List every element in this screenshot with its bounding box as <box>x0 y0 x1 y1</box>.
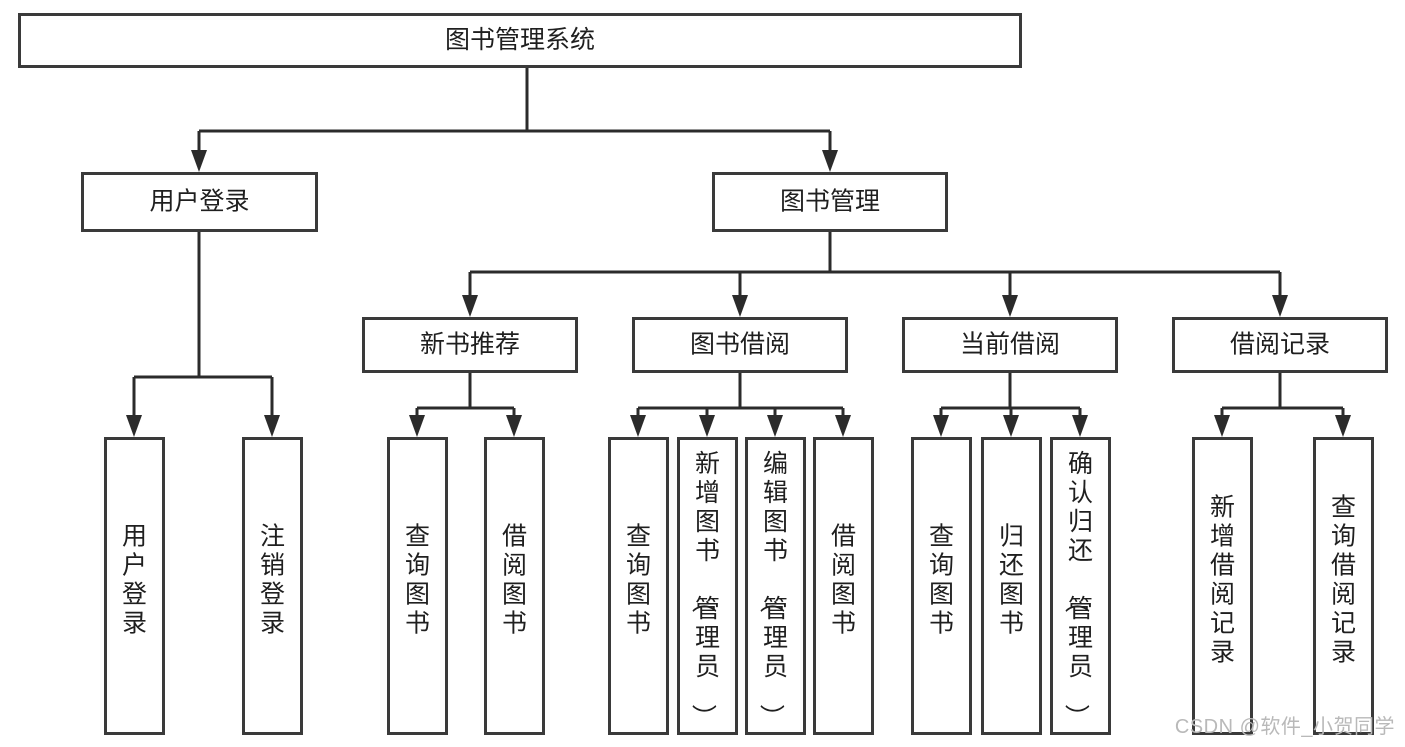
connector-arrow-icon <box>835 415 851 437</box>
connector-group-current_to_leaves <box>933 373 1088 437</box>
node-box[interactable] <box>813 437 874 735</box>
node-box[interactable] <box>1192 437 1253 735</box>
node-label: 图书管理系统 <box>445 26 595 54</box>
node-box[interactable] <box>1172 317 1388 373</box>
node-leaf-4[interactable]: 查询图书 <box>608 437 669 735</box>
connector-arrow-icon <box>933 415 949 437</box>
node-label: 新增借阅记录 <box>1210 494 1235 667</box>
connector-group-root_to_level2 <box>191 68 838 172</box>
connector-arrow-icon <box>822 150 838 172</box>
node-leaf-12[interactable]: 查询借阅记录 <box>1313 437 1374 735</box>
node-label: 借阅图书 <box>831 523 856 638</box>
node-leaf-11[interactable]: 新增借阅记录 <box>1192 437 1253 735</box>
connector-arrow-icon <box>1072 415 1088 437</box>
node-label: 查询图书 <box>405 523 430 638</box>
nodes-layer: 图书管理系统用户登录图书管理新书推荐图书借阅当前借阅借阅记录用户登录注销登录查询… <box>18 13 1388 735</box>
node-label: 图书借阅 <box>690 331 790 359</box>
connector-group-new_book_to_leaves <box>409 373 522 437</box>
node-box[interactable] <box>981 437 1042 735</box>
node-box[interactable] <box>745 437 806 735</box>
node-label: 归还图书 <box>999 523 1024 638</box>
node-leaf-5[interactable]: 新增图书（管理员） <box>677 437 738 735</box>
connector-group-borrow_to_leaves <box>630 373 851 437</box>
node-label: 查询借阅记录 <box>1331 494 1356 667</box>
node-label: 借阅记录 <box>1230 331 1330 359</box>
connector-arrow-icon <box>1214 415 1230 437</box>
node-level3-2[interactable]: 当前借阅 <box>902 317 1118 373</box>
node-label: 当前借阅 <box>960 331 1060 359</box>
node-label: 注销登录 <box>260 523 285 638</box>
node-box[interactable] <box>902 317 1118 373</box>
connector-arrow-icon <box>1272 295 1288 317</box>
node-level2-1[interactable]: 图书管理 <box>712 172 948 232</box>
connector-arrow-icon <box>462 295 478 317</box>
connector-group-user_login_to_leaves <box>126 232 280 437</box>
node-leaf-0[interactable]: 用户登录 <box>104 437 165 735</box>
node-label: 确认归还（管理员） <box>1062 450 1093 729</box>
node-leaf-1[interactable]: 注销登录 <box>242 437 303 735</box>
node-level3-1[interactable]: 图书借阅 <box>632 317 848 373</box>
node-box[interactable] <box>242 437 303 735</box>
node-box[interactable] <box>81 172 318 232</box>
connector-arrow-icon <box>1335 415 1351 437</box>
node-level3-3[interactable]: 借阅记录 <box>1172 317 1388 373</box>
node-box[interactable] <box>608 437 669 735</box>
node-root[interactable]: 图书管理系统 <box>18 13 1022 68</box>
node-box[interactable] <box>18 13 1022 68</box>
connector-arrow-icon <box>732 295 748 317</box>
node-leaf-8[interactable]: 查询图书 <box>911 437 972 735</box>
node-box[interactable] <box>104 437 165 735</box>
node-box[interactable] <box>387 437 448 735</box>
node-level2-0[interactable]: 用户登录 <box>81 172 318 232</box>
node-label: 查询图书 <box>626 523 651 638</box>
node-label: 用户登录 <box>149 188 249 216</box>
node-label: 用户登录 <box>122 523 147 638</box>
node-leaf-10[interactable]: 确认归还（管理员） <box>1050 437 1111 735</box>
connector-arrow-icon <box>409 415 425 437</box>
connector-arrow-icon <box>699 415 715 437</box>
node-label: 图书管理 <box>780 188 880 216</box>
node-box[interactable] <box>677 437 738 735</box>
node-leaf-3[interactable]: 借阅图书 <box>484 437 545 735</box>
connector-group-level2_to_level3 <box>462 232 1288 317</box>
connector-arrow-icon <box>630 415 646 437</box>
node-box[interactable] <box>911 437 972 735</box>
node-leaf-2[interactable]: 查询图书 <box>387 437 448 735</box>
connector-arrow-icon <box>264 415 280 437</box>
node-label: 新增图书（管理员） <box>689 450 720 729</box>
node-leaf-6[interactable]: 编辑图书（管理员） <box>745 437 806 735</box>
node-box[interactable] <box>1050 437 1111 735</box>
connector-arrow-icon <box>1003 415 1019 437</box>
node-label: 编辑图书（管理员） <box>757 450 788 729</box>
node-box[interactable] <box>362 317 578 373</box>
connector-arrow-icon <box>126 415 142 437</box>
node-box[interactable] <box>632 317 848 373</box>
connector-arrow-icon <box>191 150 207 172</box>
node-label: 借阅图书 <box>502 523 527 638</box>
connector-arrow-icon <box>506 415 522 437</box>
node-box[interactable] <box>1313 437 1374 735</box>
connector-arrow-icon <box>767 415 783 437</box>
node-leaf-7[interactable]: 借阅图书 <box>813 437 874 735</box>
node-box[interactable] <box>484 437 545 735</box>
node-label: 新书推荐 <box>420 331 520 359</box>
node-box[interactable] <box>712 172 948 232</box>
connector-group-record_to_leaves <box>1214 373 1351 437</box>
connector-arrow-icon <box>1002 295 1018 317</box>
node-level3-0[interactable]: 新书推荐 <box>362 317 578 373</box>
node-label: 查询图书 <box>929 523 954 638</box>
connectors-layer <box>126 68 1351 437</box>
node-leaf-9[interactable]: 归还图书 <box>981 437 1042 735</box>
